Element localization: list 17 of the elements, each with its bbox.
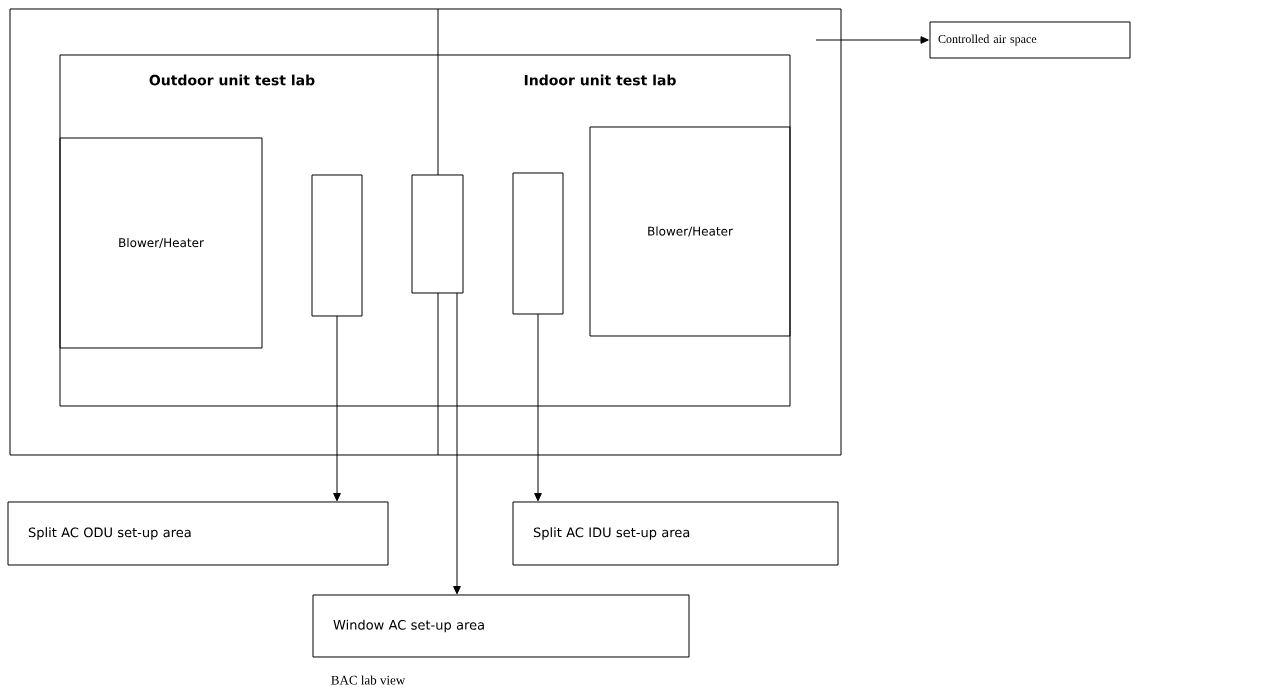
arrow — [453, 292, 461, 595]
lab-heading: Outdoor unit test lab — [149, 74, 315, 86]
equipment-box: Blower/Heater — [589, 126, 791, 337]
unit-box — [512, 172, 564, 315]
area-box: Split AC ODU set-up area — [7, 501, 389, 566]
area-box: Controlled air space — [929, 21, 1131, 59]
unit-box — [311, 174, 363, 317]
lab-heading: Indoor unit test lab — [524, 74, 676, 86]
arrow — [815, 36, 929, 44]
unit-box — [411, 174, 464, 294]
area-box: Split AC IDU set-up area — [512, 501, 839, 566]
room-frame — [9, 8, 842, 456]
arrow — [534, 313, 542, 502]
caption: BAC lab view — [331, 675, 406, 685]
area-box: Window AC set-up area — [312, 594, 690, 658]
arrow — [333, 315, 341, 502]
equipment-box: Blower/Heater — [59, 137, 263, 349]
